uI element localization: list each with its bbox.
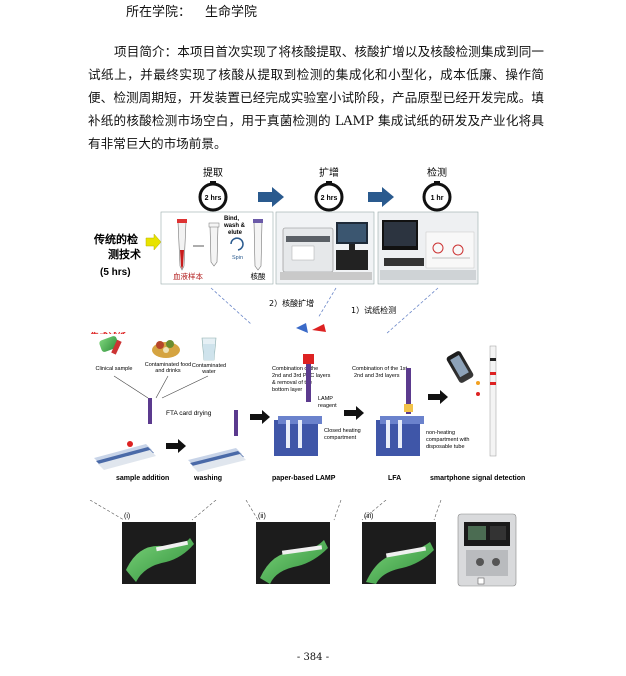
stopwatch-icon	[198, 182, 228, 212]
photo-label-2: (ii)	[258, 513, 266, 520]
svg-text:wash &: wash &	[223, 223, 246, 229]
project-intro: 项目简介：本项目首次实现了将核酸提取、核酸扩增以及核酸检测集成到同一试纸上，并最…	[88, 40, 544, 155]
food-sample-icon	[152, 340, 180, 358]
photo-label-3: (iii)	[364, 513, 373, 520]
strip-label: 1）试纸检测	[351, 305, 396, 315]
gel-setup-photo	[377, 211, 479, 285]
college-label: 所在学院：	[126, 5, 192, 20]
photo-label-1: (i)	[124, 513, 130, 520]
arrow-right-icon	[145, 233, 162, 251]
arrow-right-icon	[368, 187, 394, 207]
non-heating-3: disposable tube	[426, 444, 465, 450]
glove-photo-1	[122, 522, 196, 584]
amp-label: 2）核酸扩增	[269, 298, 314, 308]
label-sample-addition: sample addition	[116, 475, 169, 482]
water-sample-icon	[201, 337, 217, 361]
arrow-right-icon	[250, 410, 270, 424]
traditional-label-1: 传统的检	[93, 232, 138, 246]
sample-food-1: Contaminated food	[145, 362, 191, 368]
non-heating-2: compartment with	[426, 437, 469, 443]
combo1-line4: bottom layer	[272, 387, 302, 393]
combo2-line2: 2nd and 3rd layers	[354, 373, 400, 379]
combo1-line1: Combination of the	[272, 366, 318, 372]
washing-strip	[188, 410, 246, 472]
arrow-right-icon	[258, 187, 284, 207]
smartphone-icon	[446, 351, 480, 396]
intro-text: 项目简介：本项目首次实现了将核酸提取、核酸扩增以及核酸检测集成到同一试纸上，并最…	[88, 44, 544, 151]
glove-photo-3	[362, 522, 436, 584]
combo2-line1: Combination of the 1st,	[352, 366, 409, 372]
bind-text: Bind,	[224, 216, 239, 222]
traditional-label-2: 测技术	[108, 247, 141, 261]
svg-text:elute: elute	[228, 230, 243, 236]
glove-photo-2	[256, 522, 330, 584]
test-strip-icon	[489, 345, 497, 457]
clinical-sample-icon	[99, 336, 122, 355]
tube-label-nucleic: 核酸	[251, 271, 266, 281]
tube-label-blood: 血液样本	[173, 271, 203, 281]
college-line: 所在学院： 生命学院	[126, 1, 257, 20]
arrow-right-icon	[428, 390, 448, 404]
integrated-strip-diagram: Clinical sample Contaminated food and dr…	[86, 334, 532, 502]
page-number: - 384 -	[296, 652, 330, 663]
step-amplify-time: 2 hrs	[321, 195, 338, 202]
step-amplify: 扩增 2 hrs	[314, 166, 344, 212]
photo-row: (i) (ii) (iii)	[89, 500, 517, 587]
stopwatch-icon	[314, 182, 344, 212]
spin-text: Spin	[232, 255, 243, 261]
college-value: 生命学院	[205, 5, 258, 20]
pcr-machine-photo	[275, 211, 375, 285]
combo1-line3: & removal of the	[272, 380, 312, 386]
sample-water-2: water	[201, 369, 216, 375]
lamp-reagent-2: reagent	[318, 403, 337, 409]
traditional-time: (5 hrs)	[100, 267, 131, 278]
label-washing: washing	[193, 475, 222, 482]
sample-food-2: and drinks	[155, 368, 181, 374]
label-lfa: LFA	[388, 475, 401, 482]
step-detect: 检测 1 hr	[422, 166, 452, 212]
step-extract-time: 2 hrs	[205, 195, 222, 202]
extraction-panel: Bind, wash & elute Spin 血液样本 核酸	[160, 211, 274, 285]
closed-heating-1: Closed heating	[324, 428, 361, 434]
sample-water-1: Contaminated	[192, 363, 226, 369]
nucleic-tube-icon	[253, 221, 263, 271]
arrow-right-icon	[166, 439, 186, 453]
lfa-device: non-heating compartment with disposable …	[376, 368, 469, 456]
step-amplify-label: 扩增	[319, 166, 339, 179]
arrow-right-icon	[344, 406, 364, 420]
non-heating-1: non-heating	[426, 430, 455, 436]
step-detect-label: 检测	[427, 166, 447, 179]
fta-label: FTA card drying	[166, 410, 212, 417]
lamp-device: LAMP reagent Closed heating compartment	[274, 354, 361, 456]
sample-clinical: Clinical sample	[96, 366, 133, 372]
spin-column-icon	[209, 225, 219, 267]
step-extract: 提取 2 hrs	[198, 167, 228, 212]
step-extract-label: 提取	[203, 167, 223, 179]
heating-device-photo	[457, 513, 517, 587]
stopwatch-icon	[422, 182, 452, 212]
label-paper-lamp: paper-based LAMP	[272, 475, 336, 482]
combo1-line2: 2nd and 3rd PVC layers	[272, 373, 331, 379]
sample-addition-strip	[94, 398, 156, 470]
spin-icon	[230, 237, 244, 251]
closed-heating-2: compartment	[324, 435, 357, 441]
process-figure: 提取 2 hrs 扩增 2 hrs 检测 1 hr 传统的检 测技术 (5 hr…	[86, 166, 532, 502]
step-detect-time: 1 hr	[431, 195, 444, 202]
lamp-reagent-1: LAMP	[318, 396, 333, 402]
label-smartphone: smartphone signal detection	[430, 475, 525, 482]
